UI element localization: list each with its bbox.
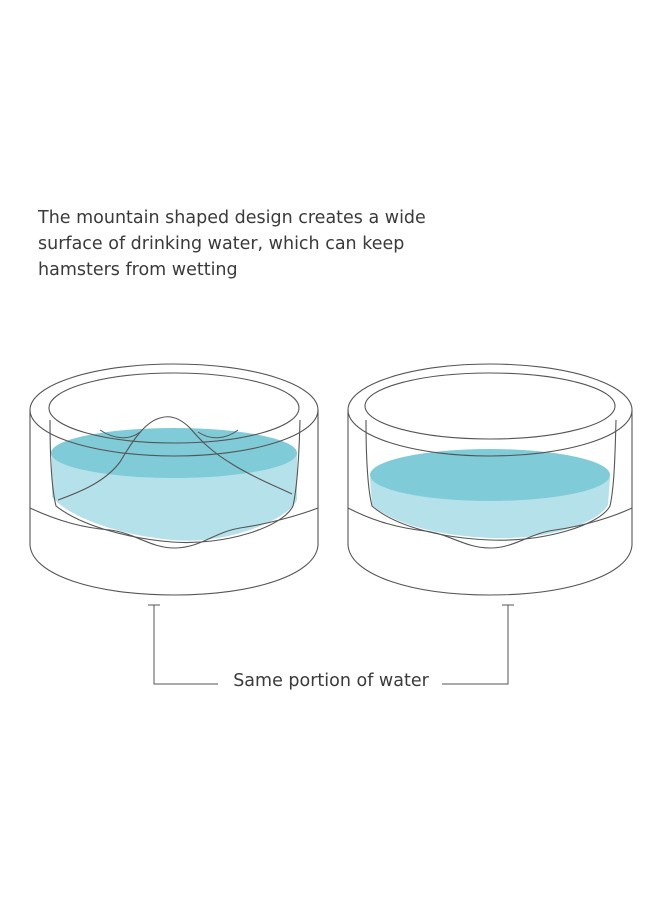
- caption-line-1: The mountain shaped design creates a wid…: [38, 208, 426, 228]
- mountain-shape: [57, 416, 293, 501]
- mountain-bowl-base-band: [29, 507, 319, 549]
- flat-bowl-inner-rim: [364, 372, 616, 440]
- mountain-bowl-outer-side: [29, 410, 319, 596]
- caption: The mountain shaped design creates a wid…: [38, 205, 458, 283]
- mountain-bowl-inner-wall: [49, 419, 301, 544]
- bracket-right-arm: [442, 604, 514, 685]
- mountain-bowl-water-body: [52, 453, 297, 541]
- flat-bowl-outer-side: [347, 410, 633, 596]
- flat-bowl: [347, 363, 633, 596]
- caption-line-3: hamsters from wetting: [38, 260, 238, 280]
- flat-bowl-base-band: [347, 507, 633, 549]
- mountain-bowl-water-surface: [51, 428, 297, 478]
- flat-bowl-outer-rim: [347, 363, 633, 457]
- flat-bowl-inner-wall: [365, 419, 617, 541]
- bracket-left-arm: [148, 604, 218, 685]
- mountain-shape-back: [99, 429, 239, 439]
- mountain-bowl: [29, 363, 319, 596]
- mountain-bowl-inner-rim: [48, 372, 300, 444]
- caption-line-2: surface of drinking water, which can kee…: [38, 234, 405, 254]
- flat-bowl-water-surface: [370, 449, 610, 501]
- same-portion-label: Same portion of water: [233, 671, 429, 691]
- comparison-bracket: [148, 604, 514, 685]
